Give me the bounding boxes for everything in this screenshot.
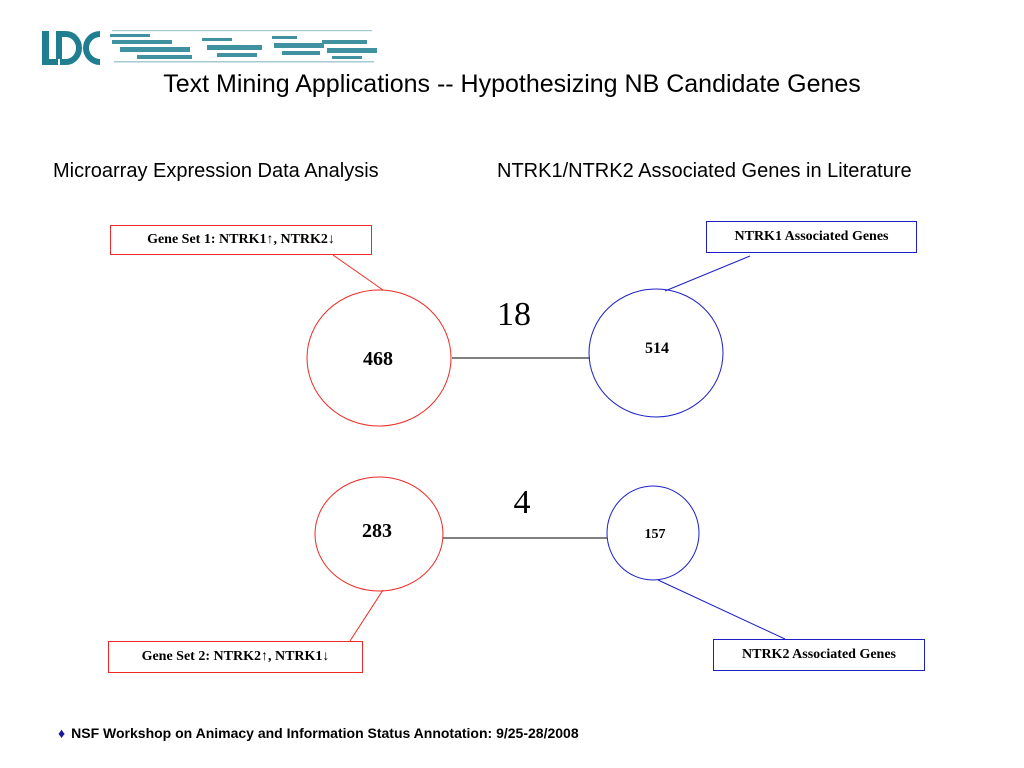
gene-set-2-text: Gene Set 2: NTRK2 [141,649,261,664]
gene-set-1-label: Gene Set 1: NTRK1↑, NTRK2↓ [110,225,372,255]
logo-wordmark [110,34,377,59]
gene-set-2-text-mid: , NTRK1 [267,649,323,664]
logo-letter-l-stem [42,31,49,65]
gene-set-1-text: Gene Set 1: NTRK1 [147,232,267,247]
ntrk1-genes-circle [588,288,724,418]
down-arrow-icon: ↓ [322,649,330,664]
ntrk1-associated-label: NTRK1 Associated Genes [706,221,917,253]
ntrk2-associated-label: NTRK2 Associated Genes [713,639,925,671]
callout-line-ntrk1 [664,255,751,292]
callout-line-gene-set-2 [349,589,384,642]
microarray-heading: Microarray Expression Data Analysis [53,160,379,182]
footer-text: NSF Workshop on Animacy and Information … [71,725,579,741]
logo-letter-l-foot [42,59,58,65]
callout-line-gene-set-1 [332,254,384,291]
overlap-count-1: 18 [497,296,531,333]
slide-title: Text Mining Applications -- Hypothesizin… [163,70,861,98]
gene-set-1-text-mid: , NTRK2 [273,232,328,247]
diamond-bullet-icon: ♦ [58,725,66,741]
gene-set-1-count: 468 [363,348,393,370]
up-arrow-icon: ↑ [260,649,268,664]
callout-line-ntrk2 [657,579,786,640]
gene-set-1-circle [306,289,452,427]
ntrk1-genes-count: 514 [645,340,669,357]
ntrk2-genes-count: 157 [644,527,666,542]
logo-letter-c [82,30,100,65]
gene-set-2-label: Gene Set 2: NTRK2↑, NTRK1↓ [108,641,363,673]
gene-set-2-count: 283 [362,520,392,542]
ldc-logo [42,30,377,65]
overlap-count-2: 4 [513,484,531,521]
up-arrow-icon: ↑ [266,232,274,247]
ntrk2-genes-circle [606,485,700,581]
gene-set-2-circle [314,476,444,592]
logo-letter-d [56,31,82,65]
footer: ♦ NSF Workshop on Animacy and Information… [58,725,579,741]
literature-heading: NTRK1/NTRK2 Associated Genes in Literatu… [497,160,912,182]
down-arrow-icon: ↓ [327,232,335,247]
